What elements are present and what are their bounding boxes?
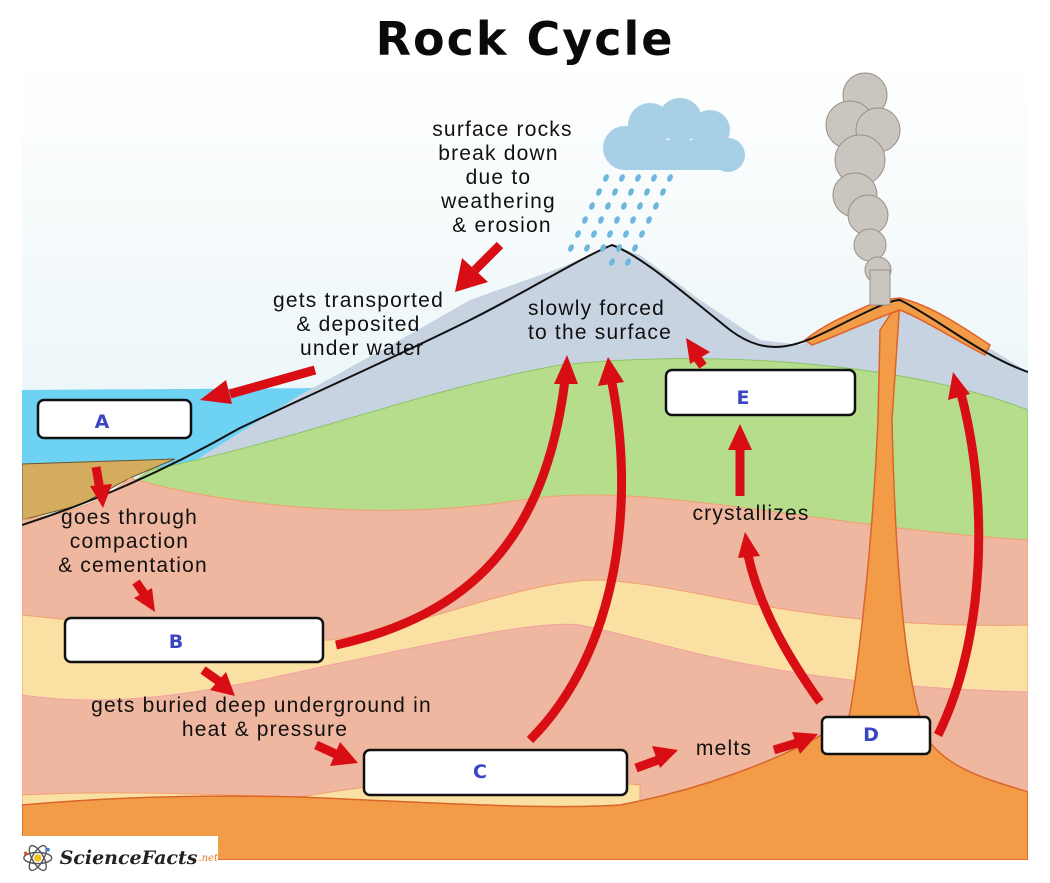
- weathering-label: surface rocks break down due to weatheri…: [432, 118, 580, 237]
- rain-drop: [619, 174, 625, 182]
- rain-drop: [607, 230, 613, 238]
- rain-drop: [584, 244, 590, 252]
- rain-drop: [612, 188, 618, 196]
- rain-drop: [635, 174, 641, 182]
- atom-icon: [23, 844, 53, 872]
- arrow-c-to-surface: [526, 382, 627, 744]
- arrows: [90, 241, 984, 773]
- rain-drop: [653, 202, 659, 210]
- rain-drop: [644, 188, 650, 196]
- transported-label: gets transported & deposited under water: [273, 289, 451, 360]
- rain-drop: [630, 216, 636, 224]
- lava-flow: [803, 297, 991, 357]
- forced-label: slowly forced to the surface: [528, 297, 672, 344]
- rain-drop: [625, 258, 631, 266]
- rain-drops: [568, 174, 673, 266]
- rain-drop: [646, 216, 652, 224]
- rain-drop: [603, 174, 609, 182]
- rain-drop: [632, 244, 638, 252]
- rain-drop: [589, 202, 595, 210]
- rain-drop: [628, 188, 634, 196]
- arrow-b-to-surface: [335, 379, 570, 650]
- rain-drop: [605, 202, 611, 210]
- rain-drop: [600, 244, 606, 252]
- arrow-d-to-crystallizes: [743, 554, 824, 705]
- melts-label: melts: [696, 737, 752, 760]
- diagram-title: Rock Cycle: [375, 12, 675, 66]
- arrow-c-to-melts: [634, 755, 660, 773]
- volcano-smoke: [825, 72, 901, 306]
- rain-drop: [623, 230, 629, 238]
- rain-drop: [651, 174, 657, 182]
- rain-drop: [568, 244, 574, 252]
- arrow-melts-to-d: [772, 737, 802, 755]
- rain-drop: [637, 202, 643, 210]
- box-a-label: A: [95, 411, 110, 433]
- box-b-label: B: [169, 631, 183, 653]
- sciencefacts-logo: ScienceFacts.net: [22, 836, 218, 880]
- box-e-label: E: [737, 387, 750, 409]
- rain-drop: [667, 174, 673, 182]
- logo-tld: .net: [198, 852, 218, 864]
- rain-drop: [614, 216, 620, 224]
- arrow-d-to-surface: [933, 388, 984, 737]
- rain-drop: [596, 188, 602, 196]
- compaction-label: goes through compaction & cementation: [58, 506, 208, 577]
- rain-cloud: [603, 98, 745, 172]
- arrow-to-c: [314, 740, 340, 760]
- crystallizes-label: crystallizes: [692, 502, 809, 525]
- box-e[interactable]: E: [664, 368, 857, 417]
- arrow-weathering: [471, 241, 504, 274]
- rain-drop: [609, 258, 615, 266]
- rain-drop: [598, 216, 604, 224]
- box-d[interactable]: D: [820, 715, 932, 756]
- rain-drop: [639, 230, 645, 238]
- box-c[interactable]: C: [362, 748, 629, 797]
- logo-brand: ScienceFacts: [59, 847, 198, 869]
- box-a[interactable]: A: [36, 398, 193, 440]
- box-d-label: D: [863, 724, 879, 746]
- buried-label: gets buried deep underground in heat & p…: [91, 694, 439, 741]
- arrow-b-down: [200, 666, 223, 686]
- rain-drop: [616, 244, 622, 252]
- rain-drop: [582, 216, 588, 224]
- box-c-label: C: [473, 761, 487, 783]
- box-b[interactable]: B: [63, 616, 325, 664]
- rain-drop: [575, 230, 581, 238]
- rain-drop: [660, 188, 666, 196]
- arrow-transported: [228, 365, 317, 399]
- rain-drop: [591, 230, 597, 238]
- rain-drop: [621, 202, 627, 210]
